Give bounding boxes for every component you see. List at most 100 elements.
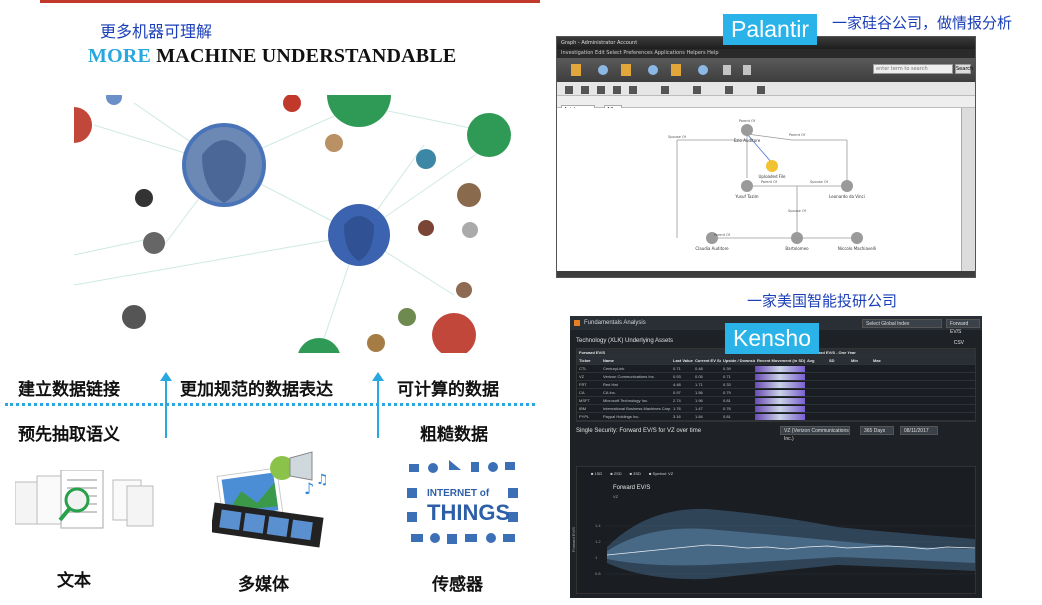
kensho-date-input[interactable]: 08/11/2017: [900, 426, 938, 435]
table-header-cell[interactable]: SD: [829, 358, 835, 363]
table-header-cell[interactable]: Upside / Downside: [723, 358, 755, 363]
table-cell: Red Hat: [603, 382, 618, 387]
edge-label: Spouse Of: [788, 209, 807, 213]
table-cell: 3.16: [673, 414, 681, 419]
table-cell: VZ: [579, 374, 585, 379]
keyword-build-links: 建立数据链接: [18, 380, 120, 400]
kensho-chart-subtitle: VZ: [613, 494, 619, 499]
en-title: MORE MACHINE UNDERSTANDABLE: [88, 45, 456, 68]
legend-item[interactable]: ■ Symbol: VZ: [648, 471, 674, 476]
palantir-search-button[interactable]: Search: [955, 64, 974, 74]
graph-node: Leonardo da Vinci: [829, 180, 865, 199]
y-tick-label: 1.2: [595, 539, 601, 544]
palantir-caption: 一家硅谷公司，做情报分析: [832, 14, 1013, 32]
edge-label: Spouse Of: [810, 180, 829, 184]
svg-text:Leonardo da Vinci: Leonardo da Vinci: [829, 194, 865, 199]
label-multimedia: 多媒体: [238, 575, 289, 595]
up-arrow-icon: [372, 372, 384, 438]
table-header-cell[interactable]: Name: [603, 358, 614, 363]
document-search-icon: [14, 469, 155, 540]
table-cell: 1.76: [673, 406, 681, 411]
table-row[interactable]: FRT Red Hat 4.48 1.71 0.33: [577, 381, 975, 389]
table-header-cell[interactable]: Min: [851, 358, 858, 363]
movement-bar: [755, 398, 805, 404]
movement-bar: [755, 406, 805, 412]
y-tick-label: 0.8: [595, 571, 601, 576]
svg-text:Uploaded File: Uploaded File: [759, 174, 787, 179]
table-cell: 0.48: [695, 366, 703, 371]
svg-text:Bartolomeo: Bartolomeo: [785, 246, 809, 251]
kensho-range-select[interactable]: 365 Days: [860, 426, 894, 435]
kensho-subheader-text: Technology (XLK) Underlying Assets: [576, 338, 674, 344]
edge-label: Parent Of: [789, 133, 806, 137]
table-header-cell[interactable]: Ticker: [579, 358, 591, 363]
palantir-badge: Palantir: [723, 14, 817, 45]
kensho-security-select[interactable]: VZ (Verizon Communications Inc.): [780, 426, 850, 442]
palantir-search-input[interactable]: enter term to search: [873, 64, 953, 74]
table-cell: CA Inc.: [603, 390, 616, 395]
table-cell: 1.56: [695, 390, 703, 395]
table-cell: 1.96: [695, 398, 703, 403]
movement-bar: [755, 382, 805, 388]
table-cell: 4.48: [673, 382, 681, 387]
graph-node: Niccolo Machiavelli: [838, 232, 876, 251]
en-title-highlight: MORE: [88, 45, 152, 67]
legend-item[interactable]: ■ 3SD: [629, 471, 641, 476]
table-cell: Paypal Holdings Inc.: [603, 414, 640, 419]
kensho-index-select[interactable]: Select Global Index: [862, 319, 942, 328]
knowledge-graph-svg: [74, 95, 511, 353]
en-title-rest: MACHINE UNDERSTANDABLE: [151, 45, 457, 67]
table-row[interactable]: PYPL Paypal Holdings Inc. 3.16 1.84 0.81: [577, 413, 975, 421]
palantir-icon-toolbar: [557, 82, 975, 96]
iot-line2: THINGS: [427, 500, 510, 525]
movement-bar: [755, 390, 805, 396]
kensho-app-title: Fundamentals Analysis: [584, 320, 646, 326]
table-cell: 0.71: [723, 374, 731, 379]
table-cell: IBM: [579, 406, 587, 411]
table-cell: Microsoft Technology Inc.: [603, 398, 649, 403]
svg-text:Ezio Auditore: Ezio Auditore: [734, 138, 761, 143]
legend-item[interactable]: ■ 1SD: [591, 471, 603, 476]
table-cell: CTL: [579, 366, 587, 371]
table-cell: 0.81: [723, 414, 731, 419]
iot-icon: INTERNET of THINGS: [405, 458, 520, 548]
graph-node: Uploaded File: [759, 160, 787, 179]
table-cell: 0.71: [673, 366, 681, 371]
legend-item[interactable]: ■ 2SD: [610, 471, 622, 476]
svg-text:Yusuf Tazim: Yusuf Tazim: [734, 194, 758, 199]
table-header-cell[interactable]: Max: [873, 358, 881, 363]
table-cell: 1.84: [695, 414, 703, 419]
y-tick-label: 1: [595, 555, 598, 560]
table-row[interactable]: IBM International Business Machines Corp.…: [577, 405, 975, 413]
kensho-metric-select[interactable]: Forward EV/S: [946, 319, 980, 335]
table-header-cell[interactable]: Last Value: [673, 358, 693, 363]
keyword-raw-data: 粗糙数据: [420, 425, 488, 445]
table-cell: MSFT: [579, 398, 590, 403]
table-header-cell[interactable]: Recent Movement (in SD) from 1Y Trailing…: [757, 358, 805, 363]
table-cell: International Business Machines Corp.: [603, 406, 671, 411]
kensho-series-line: [606, 544, 976, 556]
table-cell: 0.97: [673, 390, 681, 395]
table-cell: 1.71: [695, 382, 703, 387]
table-header-cell[interactable]: Avg: [807, 358, 815, 363]
kensho-chart-section-header: Single Security: Forward EV/S for VZ ove…: [570, 422, 982, 442]
palantir-menu: Investigation Edit Select Preferences Ap…: [557, 49, 975, 58]
svg-text:♫: ♫: [316, 472, 327, 488]
iot-line1: INTERNET of: [427, 488, 490, 499]
table-header-cell[interactable]: Current EV Score: [695, 358, 721, 363]
table-cell: PYPL: [579, 414, 590, 419]
table-cell: 0.33: [723, 382, 731, 387]
palantir-side-scrollbar[interactable]: [961, 108, 975, 273]
kensho-screenshot: Fundamentals Analysis Select Global Inde…: [570, 316, 982, 598]
kensho-csv-button[interactable]: CSV: [953, 340, 964, 346]
movement-bar: [755, 414, 805, 420]
table-cell: FRT: [579, 382, 587, 387]
